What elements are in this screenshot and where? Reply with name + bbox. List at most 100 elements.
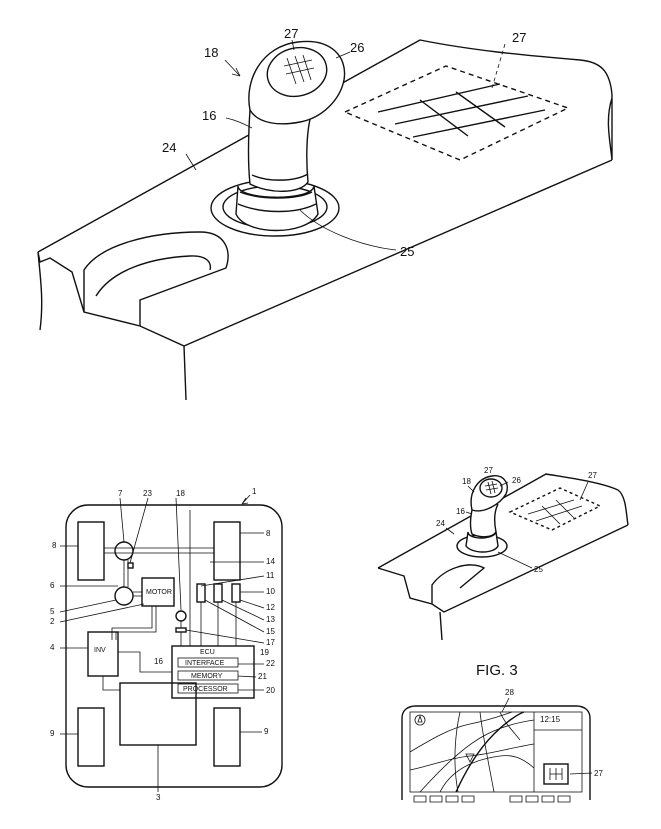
knob-shaft: [247, 109, 313, 192]
sensor-23: [127, 562, 134, 569]
label-20: 20: [266, 686, 275, 695]
label-8-left: 8: [52, 541, 57, 550]
leader-1: [241, 494, 251, 505]
wheel-rear-left: [77, 707, 105, 767]
label-12: 12: [266, 603, 275, 612]
wheel-front-left: [77, 521, 105, 581]
shift-knob-small: [175, 610, 187, 622]
label-16: 16: [202, 108, 216, 123]
sensor-12: [231, 583, 241, 603]
label-26: 26: [350, 40, 364, 55]
vehicle-body: [65, 504, 283, 788]
interface-label: INTERFACE: [185, 660, 225, 667]
small-label-18: 18: [462, 477, 471, 486]
label-1: 1: [252, 487, 257, 496]
knob-shift-marks: [283, 54, 315, 85]
wheel-rear-right: [213, 707, 241, 767]
label-15: 15: [266, 627, 275, 636]
label-17: 17: [266, 638, 275, 647]
display-frame: [401, 705, 591, 800]
small-knob-top: [479, 478, 503, 498]
label-21: 21: [258, 672, 267, 681]
boot-line-2: [237, 203, 317, 213]
label-2: 2: [50, 617, 55, 626]
leader-18: [224, 59, 241, 77]
small-label-27-knob: 27: [484, 466, 493, 475]
gear-indicator-pattern: [549, 768, 563, 780]
shift-knob-base: [175, 627, 187, 633]
processor-label: PROCESSOR: [183, 686, 228, 693]
cup-recess: [83, 231, 229, 326]
route-line: [455, 711, 525, 793]
small-front-edge: [439, 611, 443, 641]
label-22: 22: [266, 659, 275, 668]
label-10: 10: [266, 587, 275, 596]
compass-needle-icon: [417, 714, 423, 723]
label-23: 23: [143, 489, 152, 498]
display-buttons: [413, 795, 571, 803]
label-3: 3: [156, 793, 161, 802]
virtual-shift-pattern: [377, 83, 546, 138]
ecu-inv-line: [118, 651, 172, 673]
leader-16: [225, 117, 253, 129]
fig3-leader-28: [501, 697, 510, 713]
processor-box: [177, 683, 239, 694]
memory-label: MEMORY: [191, 673, 223, 680]
label-24: 24: [162, 140, 176, 155]
label-8-right: 8: [266, 529, 271, 538]
label-27-pattern: 27: [512, 30, 526, 45]
label-14: 14: [266, 557, 275, 566]
label-6: 6: [50, 581, 55, 590]
label-19: 19: [260, 648, 269, 657]
small-leaders: [445, 481, 589, 569]
motor-cable: [111, 606, 157, 640]
label-13: 13: [266, 615, 275, 624]
fig3-caption: FIG. 3: [476, 662, 518, 679]
signal-lines: [180, 510, 237, 646]
small-virtual-pattern: [508, 487, 602, 531]
small-label-16: 16: [456, 507, 465, 516]
vehicle-diagram: 1 MOTOR INV ECU INTER: [50, 487, 283, 802]
knob-collar: [251, 173, 309, 181]
battery-link: [102, 676, 120, 691]
small-virtual-lines: [527, 499, 583, 525]
small-figure: 18 27 26 27 16 24 25: [377, 466, 629, 641]
cup-recess-inner: [95, 255, 212, 297]
display-dividers: [533, 712, 582, 792]
small-boot: [465, 531, 499, 553]
label-9-right: 9: [264, 727, 269, 736]
arrow-18: [231, 67, 241, 77]
fig3-leader-27: [569, 772, 593, 775]
small-console-outline: [377, 473, 629, 613]
label-25: 25: [400, 244, 414, 259]
leader-24: [185, 153, 197, 171]
label-18-v: 18: [176, 489, 185, 498]
map-roads: [409, 711, 535, 793]
gear-upper: [114, 541, 134, 561]
label-7: 7: [118, 489, 123, 498]
leader-27a: [291, 39, 295, 51]
small-label-27-pattern: 27: [588, 471, 597, 480]
drive-shaft: [104, 547, 214, 554]
virtual-pattern-area: [343, 65, 570, 161]
fig3-label-27: 27: [594, 769, 603, 778]
vehicle-leaders: [59, 497, 265, 792]
boot-line-1: [239, 191, 313, 199]
motor-label: MOTOR: [146, 589, 172, 596]
console-lower-edge: [183, 159, 613, 347]
small-knob-shaft: [469, 503, 499, 538]
motor-link: [133, 591, 142, 597]
interface-box: [177, 657, 239, 668]
label-4: 4: [50, 643, 55, 652]
inverter-box: [87, 631, 119, 677]
vehicle-position-icon: [465, 753, 475, 763]
label-27-knob: 27: [284, 26, 298, 41]
sensor-10: [213, 583, 223, 603]
small-knob-marks: [484, 480, 499, 495]
display-time: 12:15: [540, 715, 561, 724]
leader-25: [299, 209, 397, 251]
label-16-v: 16: [154, 657, 163, 666]
gear-lower: [114, 586, 134, 606]
